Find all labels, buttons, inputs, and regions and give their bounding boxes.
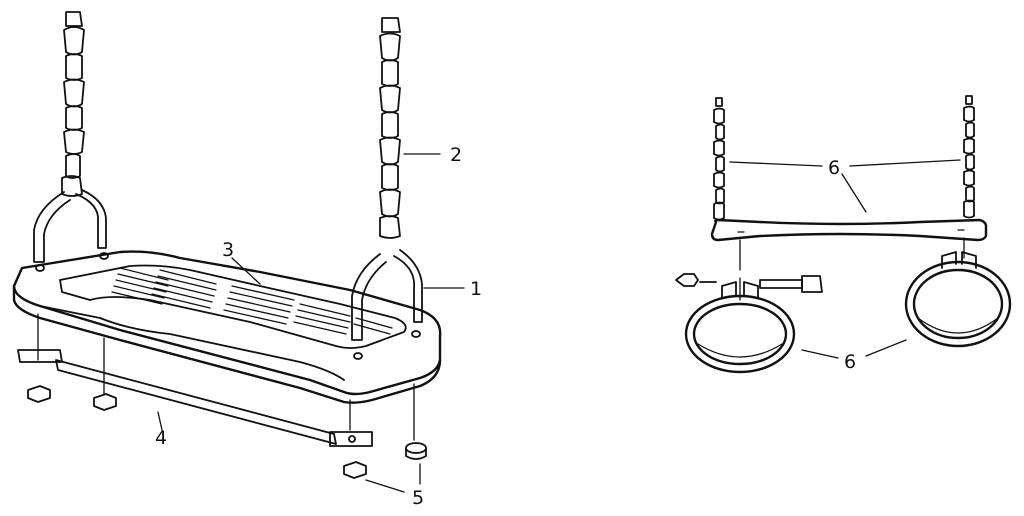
trapeze-right-chain	[963, 95, 975, 219]
swing-leader-lines	[157, 153, 465, 493]
callout-brace: 4	[155, 427, 167, 449]
trapeze-left-ring	[684, 281, 796, 374]
trapeze-assembly: 6 6	[675, 95, 1012, 374]
swing-left-bracket	[33, 189, 107, 263]
callout-seat: 3	[222, 239, 234, 261]
trapeze-left-chain	[713, 97, 725, 221]
trapeze-bolt	[675, 273, 823, 293]
swing-seat	[12, 250, 442, 404]
seat-slots	[111, 267, 393, 335]
callout-trapeze-bar: 6	[828, 157, 840, 179]
callout-chain: 2	[450, 144, 462, 166]
callout-trapeze-rings: 6	[844, 351, 856, 373]
callout-bracket: 1	[470, 278, 482, 300]
trapeze-right-ring	[904, 251, 1012, 348]
swing-right-chain	[379, 17, 401, 239]
swing-nuts	[27, 385, 427, 479]
swing-seat-assembly: 2 1 3 4 5	[12, 11, 482, 509]
swing-left-chain	[61, 11, 85, 197]
swing-right-bracket	[351, 249, 423, 341]
trapeze-leader-lines	[729, 159, 961, 359]
swing-brace	[17, 349, 373, 447]
trapeze-bar	[710, 218, 988, 242]
seat-bolt-holes	[35, 252, 421, 360]
callout-nuts: 5	[412, 487, 424, 509]
assembly-lines	[37, 313, 415, 441]
